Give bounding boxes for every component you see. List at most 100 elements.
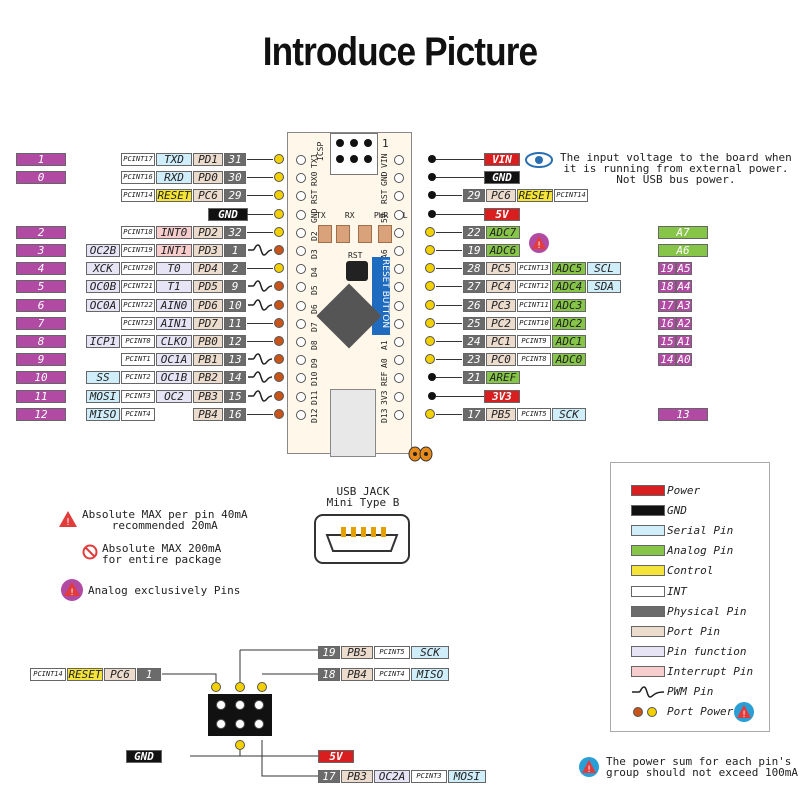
power-label: 5V [484,207,520,221]
board-pad [296,318,306,329]
pcint-label: PCINT23 [121,316,155,330]
header-pin-dot [211,682,221,692]
physical-pin-number: 13 [224,353,246,367]
max-pin-note-line-1: Absolute MAX per pin 40mA [82,508,248,521]
port-pin-label: PB5 [486,407,516,421]
pin-function-label: RXD [156,171,192,185]
physical-pin-number: 16 [224,407,246,421]
alt-function-label: OC0B [86,280,120,294]
physical-pin-number: 32 [224,225,246,239]
pin-leader-line [247,177,273,179]
pin-leader-line [247,322,273,324]
board-pad [394,373,404,384]
pin-function-label: CLKO [156,335,192,348]
port-pin-label: PD2 [193,225,223,239]
usb-jack-line-2: Mini Type B [326,496,400,509]
port-pin-label: PB5 [341,646,373,659]
usb-connector [330,389,376,457]
header-block [208,694,272,736]
board-pin-dot [274,245,284,255]
pcint-label: PCINT0 [121,335,155,348]
pin-leader-line [247,159,273,160]
port-pin-label: PB0 [193,335,223,348]
alt-function-label: OC0A [86,298,120,312]
header-hole [235,719,245,729]
icsp-pin-one: 1 [382,137,389,150]
pin-leader-line [436,250,462,251]
svg-text:!: ! [587,765,591,775]
board-pad [296,300,306,311]
pcint-label: PCINT2 [121,371,155,385]
board-pin-dot [428,155,436,163]
legend-label: Port Power [667,705,734,719]
legend-label: Power [667,484,701,497]
led-rx-label: RX [344,211,355,220]
header-pin-dot [257,682,267,692]
pwm-wave-icon [248,244,273,256]
power-sum-note-line-2: group should not exceed 100mA [606,766,799,779]
physical-pin-number: 12 [224,335,246,348]
pin-leader-line [436,413,462,415]
power-label: 5V [318,750,354,763]
board-pin-dot [428,373,436,382]
alt-function-label: MISO [86,407,120,421]
header-pin-dot [235,740,245,750]
pin-leader-line [436,286,462,288]
legend-label: Analog Pin [667,544,734,558]
legend-label: PWM Pin [667,685,714,698]
header-hole [254,719,264,729]
arduino-pin-number: 9 [16,353,66,367]
legend-port-power-dot [633,707,643,718]
pin-function-label: OC2A [374,770,410,783]
board-pin-dot [428,173,436,182]
board-pin-dot [274,336,284,346]
gnd-label: GND [484,171,520,185]
svg-text:!: ! [537,241,541,251]
pcint-label: PCINT1 [121,353,155,367]
board-pad [296,155,306,165]
board-pin-dot [425,299,435,310]
board-pin-dot [425,354,435,365]
arduino-pin-number: 5 [16,280,66,294]
physical-pin-number: 19 [318,646,340,659]
pcint-label: PCINT16 [121,171,155,185]
serial-function-label: MISO [411,668,449,681]
rst-label: RST [348,251,363,260]
pin-leader-line [436,213,486,215]
board-pad [296,264,306,275]
board-pad [296,209,306,220]
board-pin-dot [425,226,435,237]
reset-button[interactable] [346,261,368,281]
arduino-analog-alias: A2 [676,316,692,330]
port-pin-label: PD4 [193,262,223,276]
board-pin-dot [428,191,436,200]
board-pad [394,318,404,329]
port-pin-label: PB1 [193,353,223,367]
board-pad [394,282,404,293]
pcint-label: PCINT5 [517,407,551,421]
port-pin-label: PB4 [341,668,373,681]
arduino-pin-number: 12 [16,407,66,421]
vin-note-line-2: it is running from external power. [563,162,789,175]
physical-pin-number: 22 [463,225,485,239]
arduino-pin-number: 15 [658,335,676,348]
pcint-label: PCINT18 [121,225,155,239]
pin-function-label: ADC6 [486,244,520,257]
pin-function-label: ADC5 [552,262,586,276]
pin-leader-line [436,195,462,197]
svg-text:!: ! [70,588,74,598]
board-pin-dot [274,390,284,401]
arduino-pin-number: 18 [658,280,676,294]
board-pin-dot [428,391,436,400]
pcint-label: PCINT21 [121,280,155,294]
pin-function-label: AIN1 [156,316,192,330]
power-label: 3V3 [484,389,520,403]
port-pin-label: PB3 [193,389,223,403]
board-pad [296,337,306,347]
pin-leader-line [436,304,462,306]
legend-label: Pin function [667,644,747,658]
physical-pin-number: 23 [463,353,485,367]
board-pin-dot [274,172,284,183]
pin-leader-line [436,341,462,342]
pcint-label: PCINT9 [517,335,551,348]
